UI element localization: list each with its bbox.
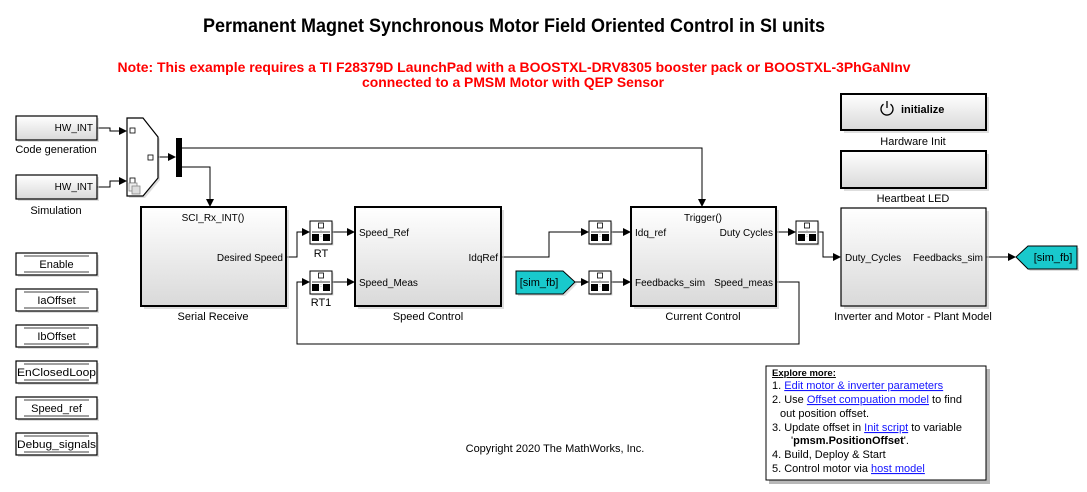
explore-item-2-continuation: out position offset.	[780, 408, 869, 420]
speed-control-block[interactable]: Speed_Ref Speed_Meas IdqRef	[354, 206, 504, 309]
initialize-button-label: initialize	[901, 104, 944, 116]
explore-item-4: 4. Build, Deploy & Start	[772, 449, 886, 461]
from-tag-sim-fb[interactable]: [sim_fb]	[515, 270, 577, 296]
offset-computation-model-link[interactable]: Offset compuation model	[807, 394, 929, 406]
explore-item-2: 2. Use Offset compuation model to find	[772, 394, 962, 406]
signal-line	[97, 177, 127, 188]
trigger-port-label: SCI_Rx_INT()	[182, 213, 245, 224]
output-port-label: Duty Cycles	[720, 228, 773, 239]
signal-line	[286, 228, 310, 258]
rate-transition-feedback[interactable]	[588, 270, 613, 296]
code-generation-constant-block[interactable]: HW_INT	[15, 115, 99, 142]
hardware-init-block[interactable]: initialize	[840, 93, 989, 133]
input-port-icon	[129, 177, 136, 184]
data-store-name: IaOffset	[37, 295, 75, 307]
block-label: Speed Control	[393, 311, 463, 323]
data-store-name: Enable	[39, 259, 73, 271]
data-store-debug-signals[interactable]: Debug_signals	[15, 432, 99, 457]
block-label: Inverter and Motor - Plant Model	[834, 311, 992, 323]
edit-parameters-link[interactable]: Edit motor & inverter parameters	[784, 380, 943, 392]
data-store-iaoffset[interactable]: IaOffset	[15, 288, 99, 313]
inverter-motor-plant-block[interactable]: Duty_Cycles Feedbacks_sim	[840, 207, 989, 309]
note-line-2: connected to a PMSM Motor with QEP Senso…	[362, 74, 665, 90]
data-store-name: EnClosedLoop	[17, 367, 96, 379]
data-store-iboffset[interactable]: IbOffset	[15, 324, 99, 349]
data-store-enable[interactable]: Enable	[15, 252, 99, 277]
tag-label: [sim_fb]	[1034, 252, 1073, 264]
heartbeat-led-block[interactable]	[840, 150, 989, 191]
rate-transition-idq[interactable]	[588, 220, 613, 246]
output-port-label: Desired Speed	[217, 253, 283, 264]
copyright-text: Copyright 2020 The MathWorks, Inc.	[466, 443, 645, 455]
block-label: Code generation	[15, 144, 96, 156]
explore-item-5: 5. Control motor via host model	[772, 463, 925, 475]
constant-value: HW_INT	[55, 123, 93, 134]
input-port-label: Speed_Ref	[359, 228, 409, 239]
input-port-label: Idq_ref	[635, 228, 666, 239]
current-control-block[interactable]: Trigger() Idq_ref Feedbacks_sim Duty Cyc…	[630, 206, 779, 309]
block-label: RT	[314, 248, 329, 260]
input-port-label: Feedbacks_sim	[635, 278, 705, 289]
explore-more-annotation: Explore more: 1. Edit motor & inverter p…	[765, 365, 990, 484]
explore-item-3: 3. Update offset in Init script to varia…	[772, 422, 962, 434]
input-port-icon	[129, 127, 136, 134]
goto-tag-sim-fb[interactable]: [sim_fb]	[1015, 245, 1079, 271]
data-store-speed-ref[interactable]: Speed_ref	[15, 396, 99, 421]
rate-transition-rt1[interactable]	[309, 270, 334, 296]
feedback-signal-line	[296, 278, 800, 345]
explore-item-1: 1. Edit motor & inverter parameters	[772, 380, 944, 392]
output-port-label: IdqRef	[469, 253, 499, 264]
data-store-name: IbOffset	[37, 331, 75, 343]
rate-transition-rt[interactable]	[309, 220, 334, 246]
note-line-1: Note: This example requires a TI F28379D…	[118, 59, 911, 75]
signal-lines	[97, 127, 1016, 345]
block-label: Simulation	[30, 205, 81, 217]
variant-icon	[128, 182, 141, 195]
tag-label: [sim_fb]	[520, 277, 559, 289]
mux-block[interactable]	[176, 138, 182, 177]
signal-line	[818, 231, 841, 261]
input-port-label: Speed_Meas	[359, 278, 418, 289]
variant-source-block[interactable]	[126, 117, 160, 198]
page-title: Permanent Magnet Synchronous Motor Field…	[203, 16, 825, 37]
host-model-link[interactable]: host model	[871, 463, 925, 475]
block-label: Serial Receive	[178, 311, 249, 323]
signal-line	[97, 127, 127, 135]
output-port-label: Speed_meas	[714, 278, 773, 289]
data-store-enclosedloop[interactable]: EnClosedLoop	[15, 360, 99, 385]
signal-line	[182, 166, 214, 207]
input-port-label: Duty_Cycles	[845, 253, 901, 264]
serial-receive-block[interactable]: SCI_Rx_INT() Desired Speed	[140, 206, 289, 309]
simulation-constant-block[interactable]: HW_INT	[15, 174, 99, 201]
explore-heading: Explore more:	[772, 368, 836, 379]
explore-item-3-continuation: 'pmsm.PositionOffset'.	[791, 435, 909, 447]
trigger-port-label: Trigger()	[684, 213, 722, 224]
signal-line	[182, 147, 706, 207]
block-label: Hardware Init	[880, 136, 945, 148]
data-store-name: Speed_ref	[31, 403, 83, 415]
output-port-label: Feedbacks_sim	[913, 253, 983, 264]
block-label: Current Control	[665, 311, 740, 323]
block-label: Heartbeat LED	[877, 193, 950, 205]
rate-transition-duty[interactable]	[795, 220, 820, 246]
signal-line	[501, 228, 589, 258]
constant-value: HW_INT	[55, 182, 93, 193]
data-store-name: Debug_signals	[17, 439, 97, 451]
block-label: RT1	[311, 297, 332, 309]
init-script-link[interactable]: Init script	[864, 422, 908, 434]
power-icon	[880, 101, 894, 116]
output-port-icon	[147, 154, 154, 161]
